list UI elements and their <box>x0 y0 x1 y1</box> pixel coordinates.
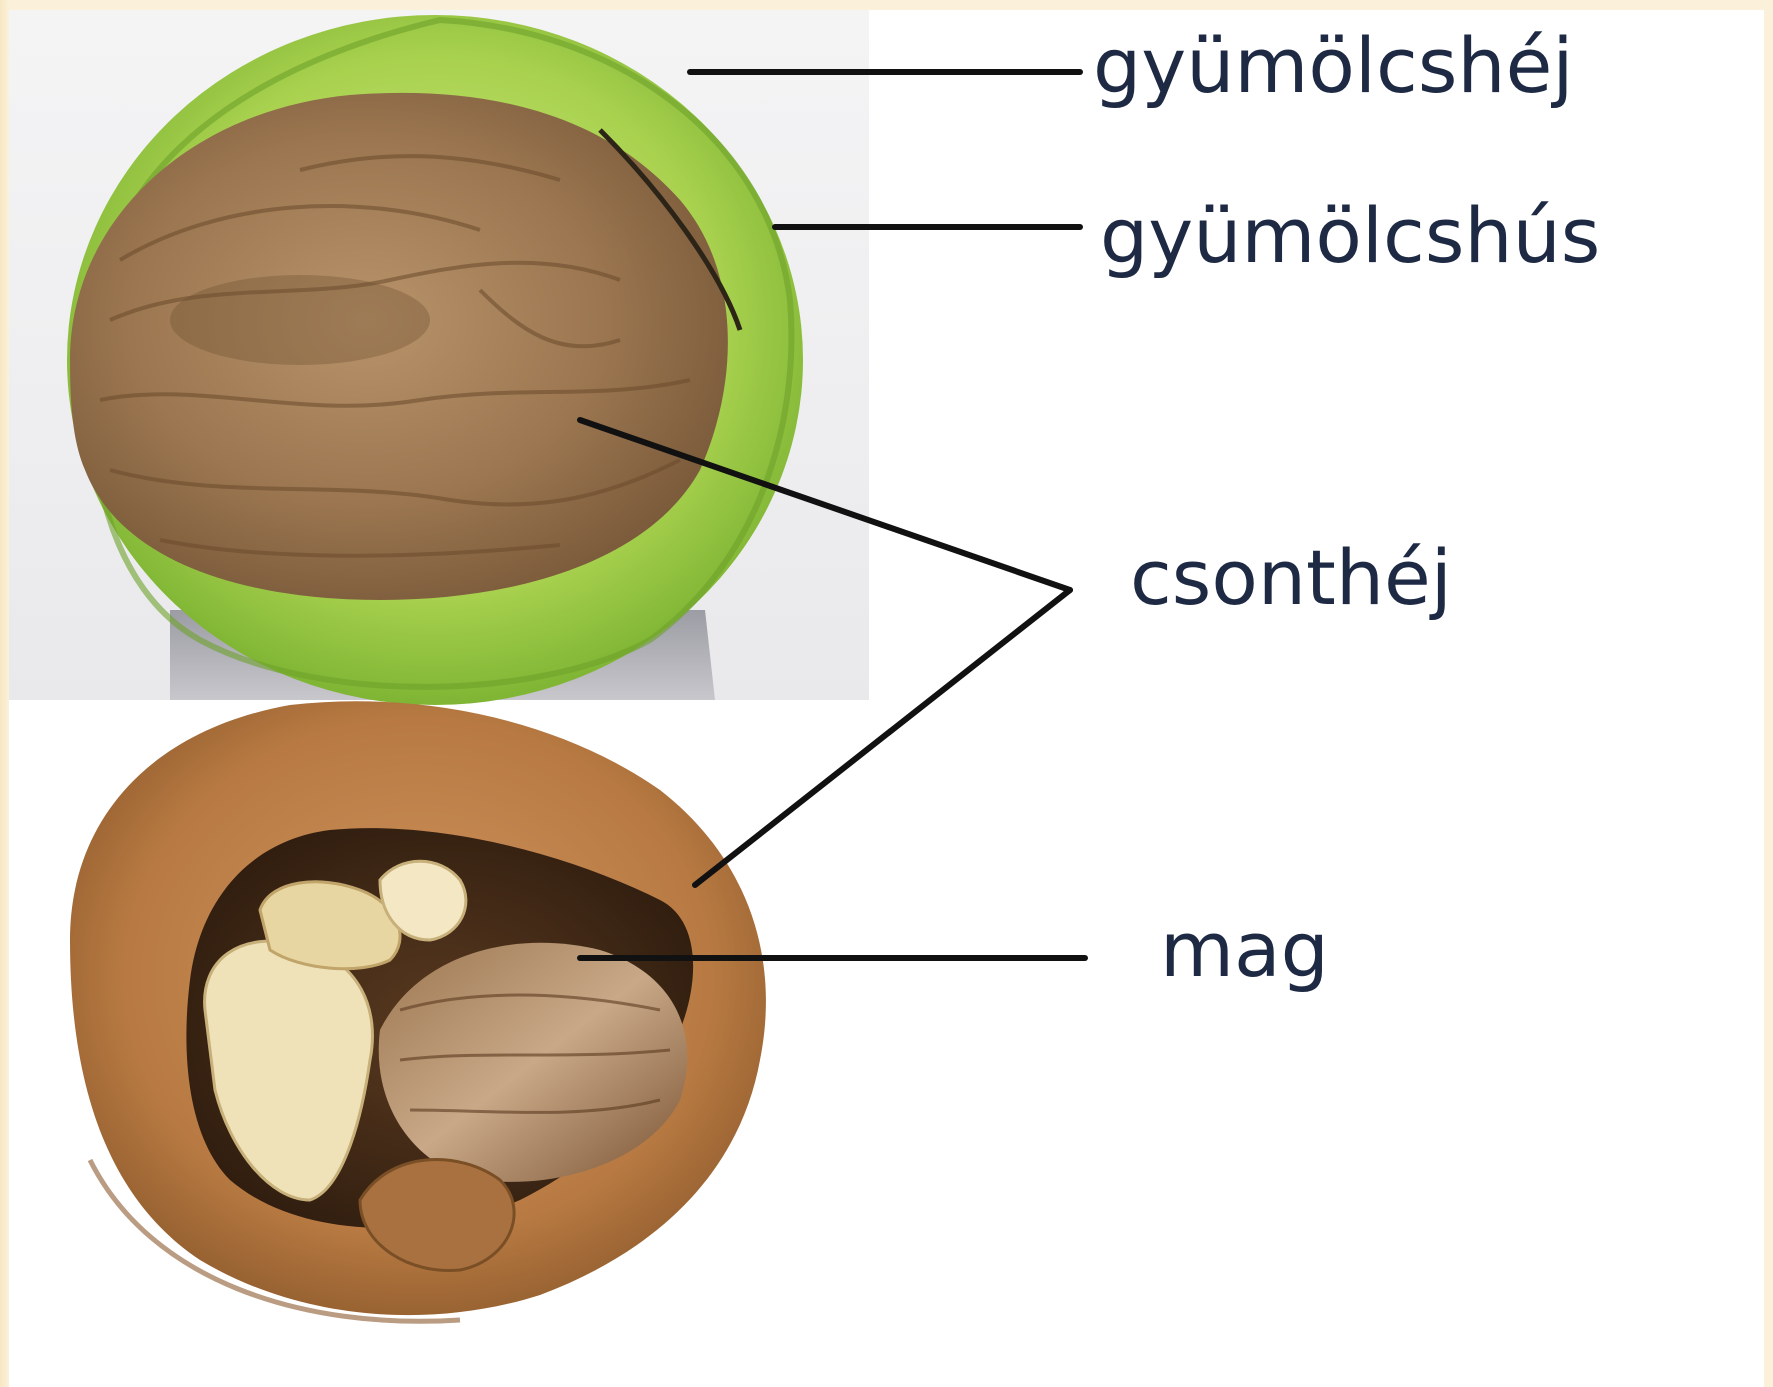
label-endocarp: csonthéj <box>1130 540 1452 616</box>
label-mesocarp: gyümölcshús <box>1100 198 1600 274</box>
label-seed: mag <box>1160 912 1329 988</box>
cracked-walnut-half <box>70 701 766 1321</box>
whole-walnut-with-husk <box>67 15 803 705</box>
shell-groove <box>170 275 430 365</box>
leader-endocarp-bottom <box>695 590 1070 885</box>
label-exocarp: gyümölcshéj <box>1093 28 1573 104</box>
